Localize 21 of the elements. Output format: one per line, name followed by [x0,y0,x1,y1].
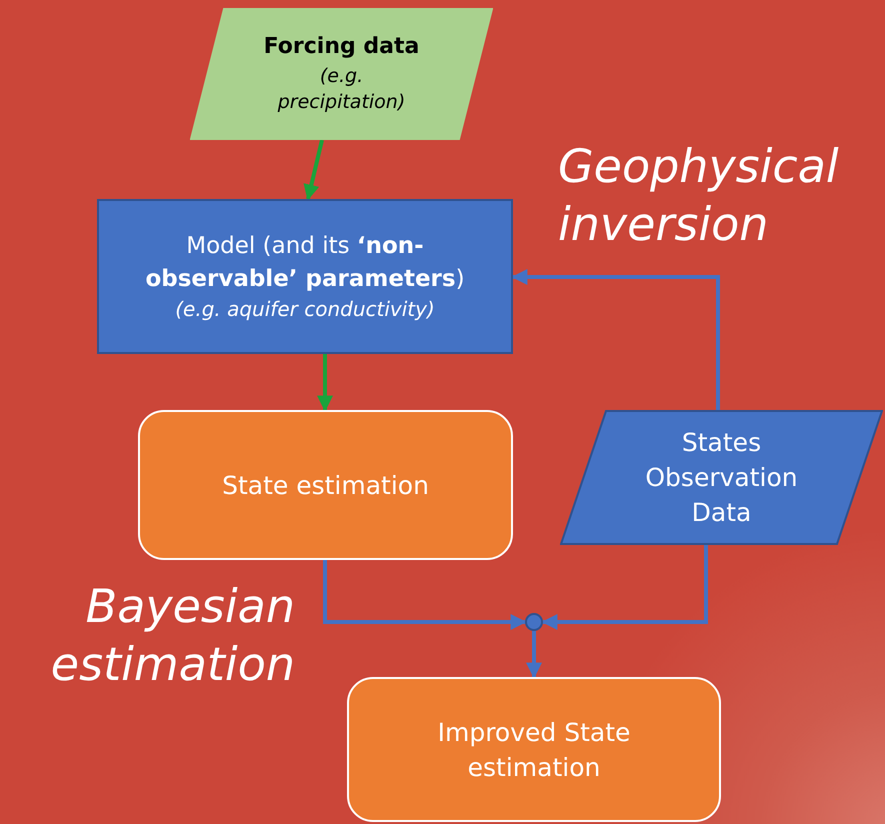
node-label: Forcing data [264,33,420,61]
junction-circle [525,613,543,631]
node-note: (e.g. aquifer conductivity) [175,296,435,323]
process-box [138,410,513,560]
node-label: State estimation [222,470,429,502]
arrow [304,140,324,201]
arrow [323,560,527,630]
node-label: Model (and its ‘non-observable’ parameters) [144,232,466,294]
arrow [511,269,720,410]
arrow [541,545,708,630]
annotation-label: Geophysical inversion [558,138,840,252]
arrow [317,354,333,412]
node-label: States Observation Data [644,427,799,529]
annotation-label: Bayesian estimation [50,578,295,692]
node-note: (e.g. precipitation) [276,64,406,116]
node-label: Improved State estimation [436,716,632,784]
input-parallelogram [190,8,493,140]
process-box [97,199,513,354]
process-box [347,677,721,822]
data-parallelogram [560,410,883,545]
arrow [526,631,542,679]
